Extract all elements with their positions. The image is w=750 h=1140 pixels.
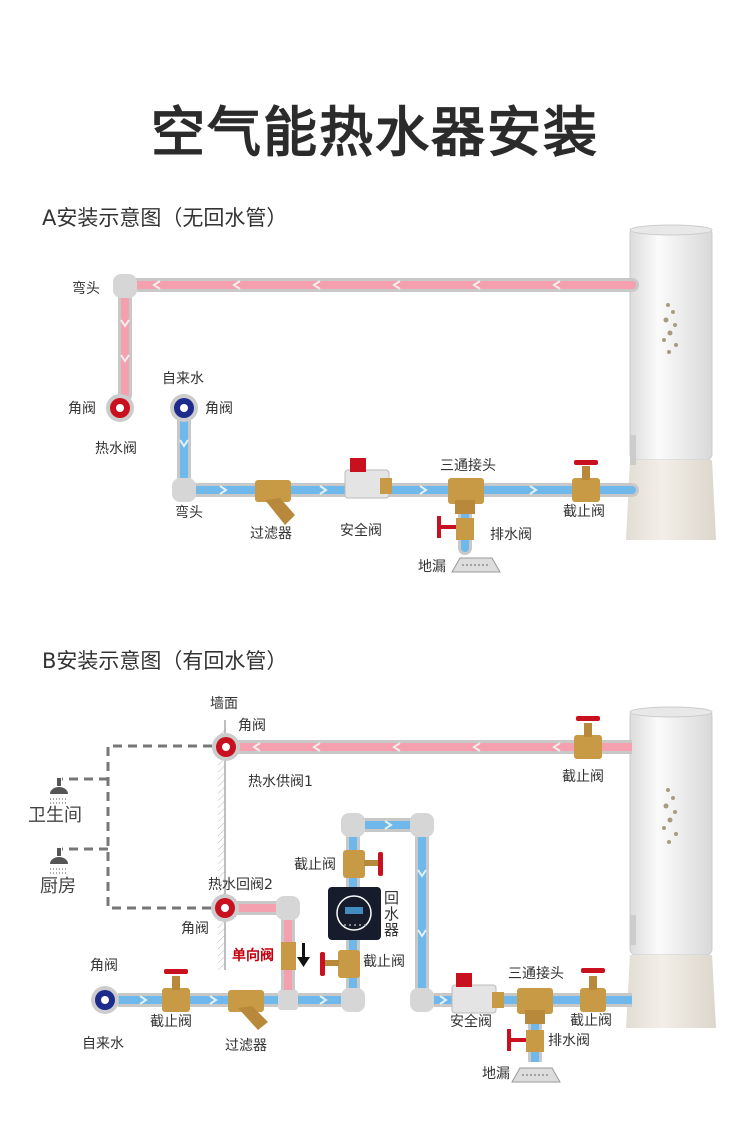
angle-valve-hot-a[interactable]	[106, 394, 134, 422]
label-recirculator: 回水器	[382, 890, 400, 938]
drain-valve-a[interactable]	[437, 516, 474, 540]
filter-b	[228, 990, 268, 1030]
stop-valve-pump-top-b[interactable]	[343, 850, 383, 878]
label-floor-drain: 地漏	[418, 559, 446, 575]
label-angle-valve-cold: 角阀	[205, 401, 233, 417]
flow-direction-arrow-icon	[297, 943, 310, 967]
label-filter-b: 过滤器	[225, 1038, 267, 1054]
label-stop-valve-pump-bottom: 截止阀	[363, 954, 405, 970]
label-angle-valve-return: 角阀	[181, 921, 209, 937]
filter-a	[255, 480, 295, 525]
flow-arrows-b	[139, 742, 561, 1005]
label-tee: 三通接头	[440, 458, 496, 474]
label-elbow-bottom: 弯头	[175, 505, 203, 521]
safety-valve-b	[451, 973, 504, 1014]
label-angle-valve-top: 角阀	[238, 718, 266, 734]
angle-valve-hot-return-b[interactable]	[211, 894, 239, 922]
elbow-a-top	[113, 274, 137, 298]
household-branch-lines	[62, 744, 212, 910]
shower-icon-kitchen	[50, 848, 68, 874]
section-a-heading: A安装示意图（无回水管）	[42, 206, 288, 230]
label-floor-drain-b: 地漏	[482, 1066, 510, 1082]
stop-valve-top-b[interactable]	[574, 716, 602, 759]
tee-b	[517, 988, 553, 1024]
angle-valve-hot-supply-b[interactable]	[212, 733, 240, 761]
label-drain-valve-b: 排水阀	[548, 1033, 590, 1049]
elbow-a-bottom	[172, 478, 196, 502]
wall	[218, 720, 226, 970]
check-valve	[281, 942, 296, 970]
label-hot-valve: 热水阀	[95, 441, 137, 457]
flow-arrows-a	[120, 280, 561, 495]
angle-valve-inlet-b[interactable]	[91, 986, 119, 1014]
floor-drain-a	[451, 557, 501, 573]
stop-valve-inlet-b[interactable]	[162, 969, 190, 1012]
recirculator-device	[328, 887, 381, 940]
label-kitchen: 厨房	[40, 876, 76, 897]
stop-valve-a[interactable]	[572, 460, 600, 502]
angle-valve-cold-a[interactable]	[170, 394, 198, 422]
page-title: 空气能热水器安装	[151, 101, 599, 164]
label-bathroom: 卫生间	[28, 805, 82, 826]
safety-valve-a	[344, 458, 392, 499]
label-tap-water-b: 自来水	[82, 1036, 124, 1052]
label-angle-valve-hot: 角阀	[68, 401, 96, 417]
drain-valve-b[interactable]	[507, 1029, 544, 1052]
label-filter: 过滤器	[250, 526, 292, 542]
label-stop-valve-tank-b: 截止阀	[570, 1013, 612, 1029]
label-hot-return-valve: 热水回阀2	[208, 877, 273, 893]
elbows-b	[276, 813, 434, 1012]
tank-b	[626, 706, 716, 1028]
label-stop-valve: 截止阀	[563, 504, 605, 520]
label-stop-valve-inlet: 截止阀	[150, 1014, 192, 1030]
shower-icon-bathroom	[50, 778, 68, 804]
stop-valve-pump-bottom-b[interactable]	[320, 950, 360, 978]
stop-valve-tank-b[interactable]	[580, 968, 606, 1012]
label-safety-valve-b: 安全阀	[450, 1014, 492, 1030]
section-b-heading: B安装示意图（有回水管）	[42, 649, 288, 673]
label-hot-supply-valve: 热水供阀1	[248, 774, 313, 790]
label-elbow-top: 弯头	[72, 281, 100, 297]
label-tap-water: 自来水	[162, 371, 204, 387]
label-tee-b: 三通接头	[508, 966, 564, 982]
tee-a	[448, 478, 484, 514]
label-stop-valve-pump-top: 截止阀	[294, 857, 336, 873]
label-safety-valve: 安全阀	[340, 523, 382, 539]
tank-decoration	[662, 303, 678, 354]
label-wall: 墙面	[210, 696, 238, 712]
label-stop-valve-top: 截止阀	[562, 769, 604, 785]
label-drain-valve: 排水阀	[490, 527, 532, 543]
tank-a	[626, 224, 716, 540]
floor-drain-b	[511, 1067, 561, 1083]
label-angle-valve-inlet: 角阀	[90, 958, 118, 974]
label-check-valve: 单向阀	[232, 948, 274, 964]
